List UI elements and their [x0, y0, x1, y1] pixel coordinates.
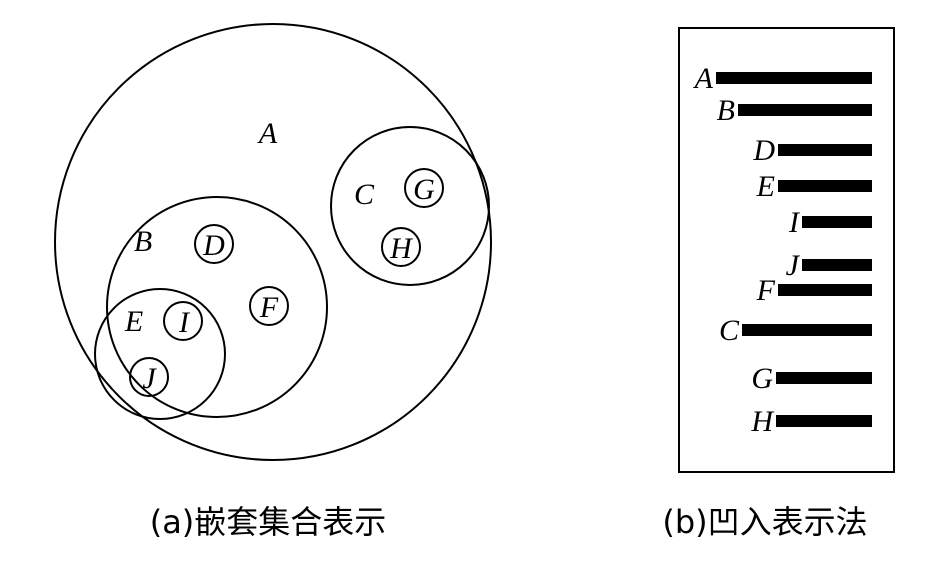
set-label-i: I — [178, 306, 191, 339]
indent-label-h: H — [750, 405, 775, 438]
set-label-e: E — [124, 305, 143, 338]
set-label-c: C — [354, 178, 375, 211]
set-circle-e — [94, 288, 226, 420]
indent-label-j: J — [786, 249, 801, 282]
indent-bar-f — [778, 284, 872, 296]
nested-set-diagram: A B E C D F G H I J (a)嵌套集合表示 — [54, 23, 492, 541]
set-label-g: G — [413, 173, 435, 206]
set-circle-c — [330, 126, 490, 286]
indent-bar-b — [738, 104, 872, 116]
set-circle-b — [106, 196, 328, 418]
indent-bar-e — [778, 180, 872, 192]
indent-bar-a — [716, 72, 872, 84]
set-circle-g — [404, 168, 444, 208]
indent-label-b: B — [717, 94, 735, 127]
set-circle-j — [129, 357, 169, 397]
set-label-j: J — [142, 362, 157, 395]
set-label-b: B — [134, 225, 152, 258]
set-circle-f — [249, 286, 289, 326]
set-label-d: D — [202, 229, 225, 262]
indent-bar-i — [802, 216, 872, 228]
set-label-h: H — [389, 232, 414, 265]
nested-set-caption: (a)嵌套集合表示 — [150, 503, 387, 541]
set-circle-d — [194, 224, 234, 264]
set-label-a: A — [257, 117, 278, 150]
indent-bar-d — [778, 144, 872, 156]
indent-bar-h — [776, 415, 872, 427]
indent-label-c: C — [719, 314, 740, 347]
set-circle-i — [163, 301, 203, 341]
indent-label-g: G — [751, 362, 773, 395]
indent-label-d: D — [752, 134, 775, 167]
indent-label-a: A — [693, 62, 714, 95]
set-circle-h — [381, 227, 421, 267]
indent-bar-j — [802, 259, 872, 271]
indented-list-frame — [678, 27, 895, 473]
indented-list-caption: (b)凹入表示法 — [662, 503, 867, 541]
set-label-f: F — [259, 291, 279, 324]
set-circle-a — [54, 23, 492, 461]
indent-label-f: F — [756, 274, 776, 307]
indent-label-e: E — [756, 170, 775, 203]
indent-bar-g — [776, 372, 872, 384]
indent-label-i: I — [788, 206, 801, 239]
indent-bar-c — [742, 324, 872, 336]
